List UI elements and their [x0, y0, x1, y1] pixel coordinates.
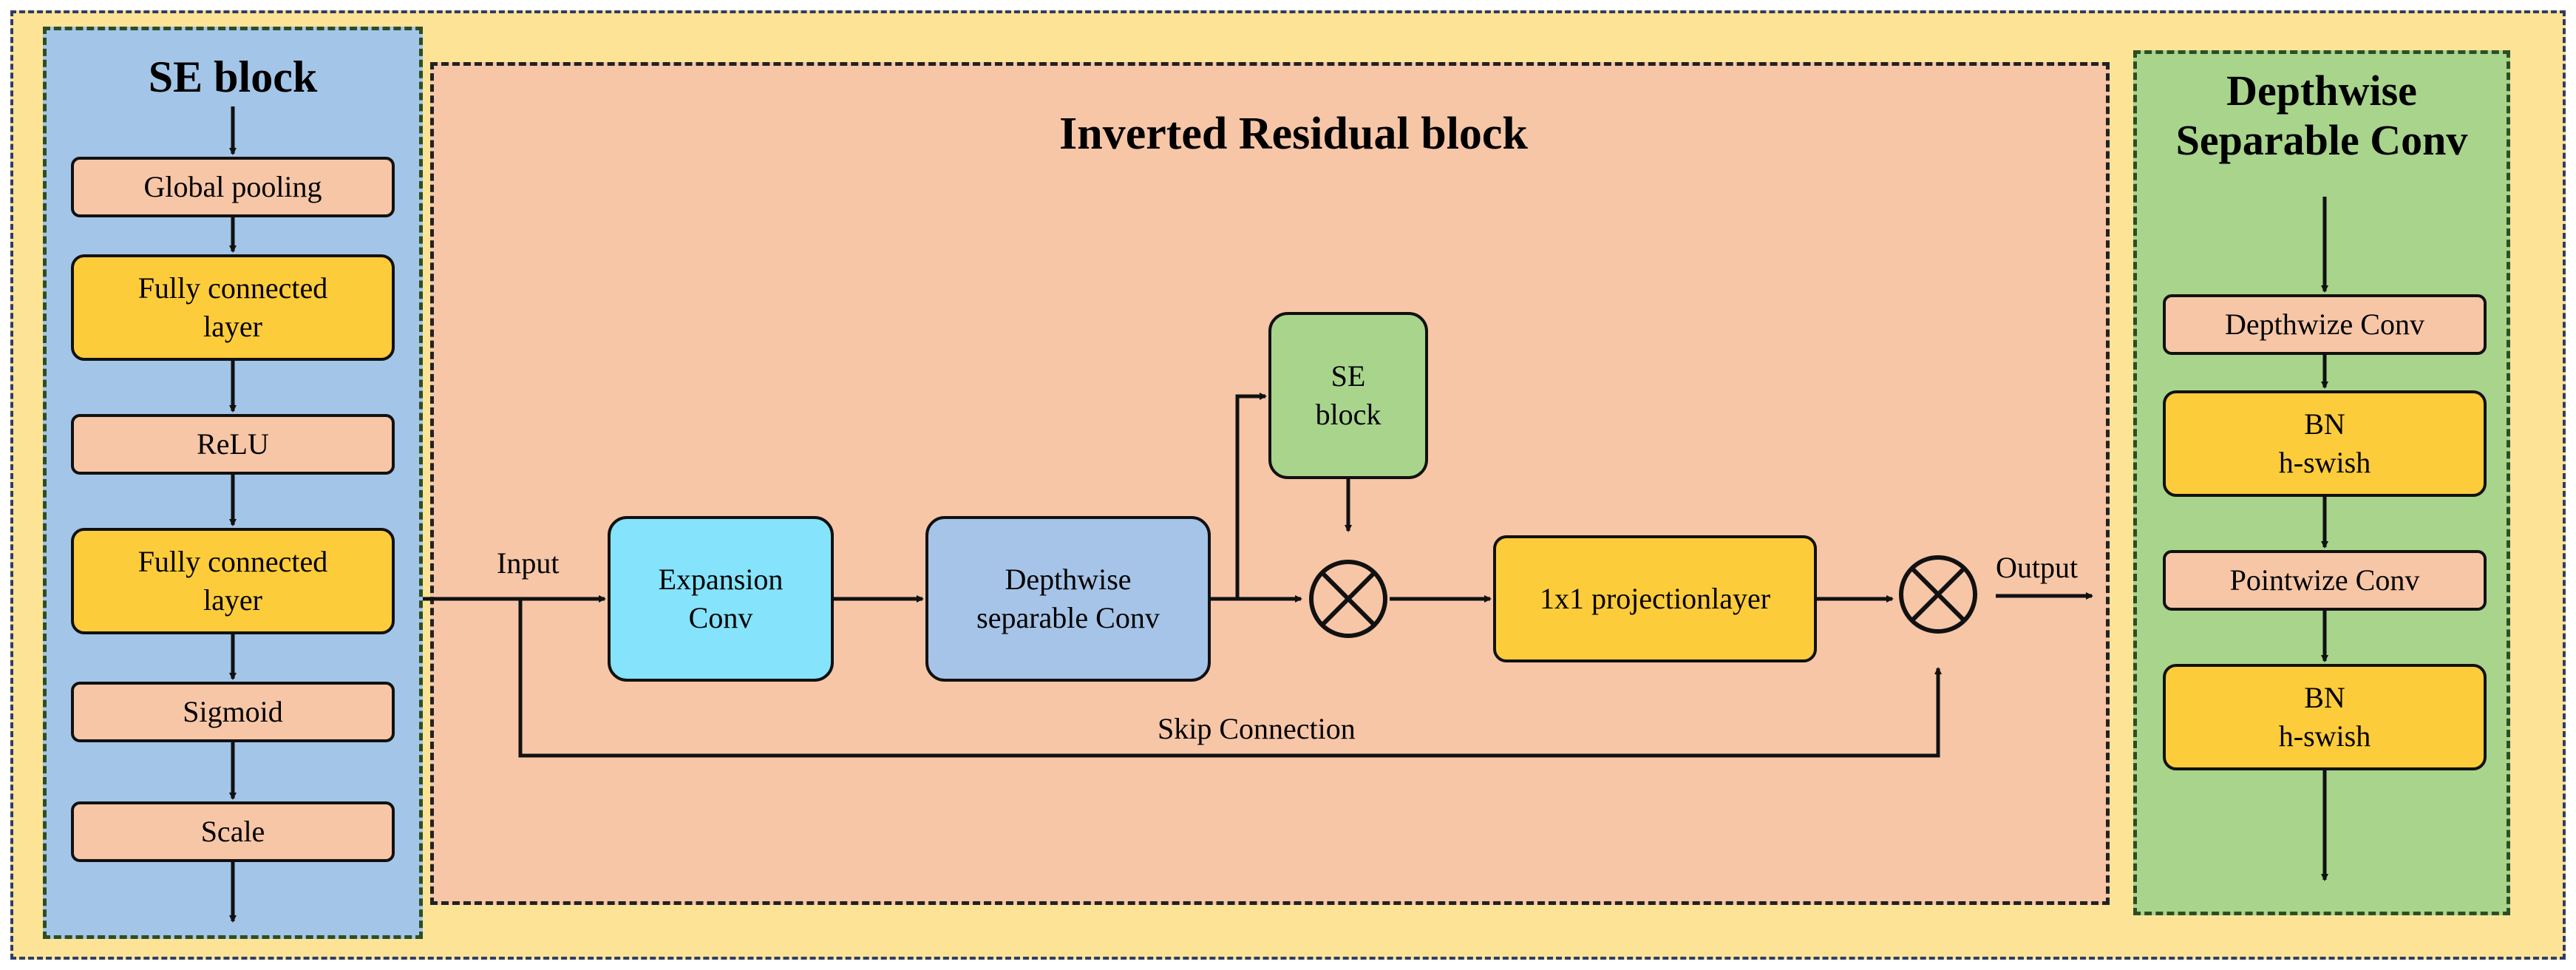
- relu-box: ReLU: [71, 414, 395, 475]
- multiply-operator-icon: [1309, 560, 1387, 638]
- skip-connection-label: Skip Connection: [1158, 712, 1356, 745]
- depthwize-conv-box: Depthwize Conv: [2163, 294, 2487, 355]
- bn-hswish-box-1: BN h-swish: [2163, 390, 2487, 497]
- ds-panel-title: Depthwise Separable Conv: [2175, 67, 2468, 164]
- global-pooling-box: Global pooling: [71, 157, 395, 217]
- input-label: Input: [497, 546, 560, 580]
- sigmoid-box: Sigmoid: [71, 682, 395, 742]
- depthwise-separable-conv-box: Depthwise separable Conv: [925, 516, 1211, 682]
- expansion-conv-box: Expansion Conv: [608, 516, 834, 682]
- ir-panel-title: Inverted Residual block: [1059, 109, 1528, 159]
- scale-box: Scale: [71, 801, 395, 862]
- projection-layer-box: 1x1 projectionlayer: [1493, 535, 1817, 662]
- output-label: Output: [1996, 551, 2079, 584]
- inverted-residual-panel: [430, 62, 2110, 905]
- pointwize-conv-box: Pointwize Conv: [2163, 550, 2487, 611]
- bn-hswish-box-2: BN h-swish: [2163, 664, 2487, 770]
- se-block-box: SE block: [1268, 312, 1428, 479]
- branch-to-se-arrow: [1235, 393, 1267, 599]
- fully-connected-box-2: Fully connected layer: [71, 528, 395, 634]
- se-panel-title: SE block: [148, 52, 318, 101]
- fully-connected-box-1: Fully connected layer: [71, 254, 395, 361]
- combine-operator-icon: [1899, 555, 1977, 634]
- skip-connection-arrow: [518, 599, 1942, 758]
